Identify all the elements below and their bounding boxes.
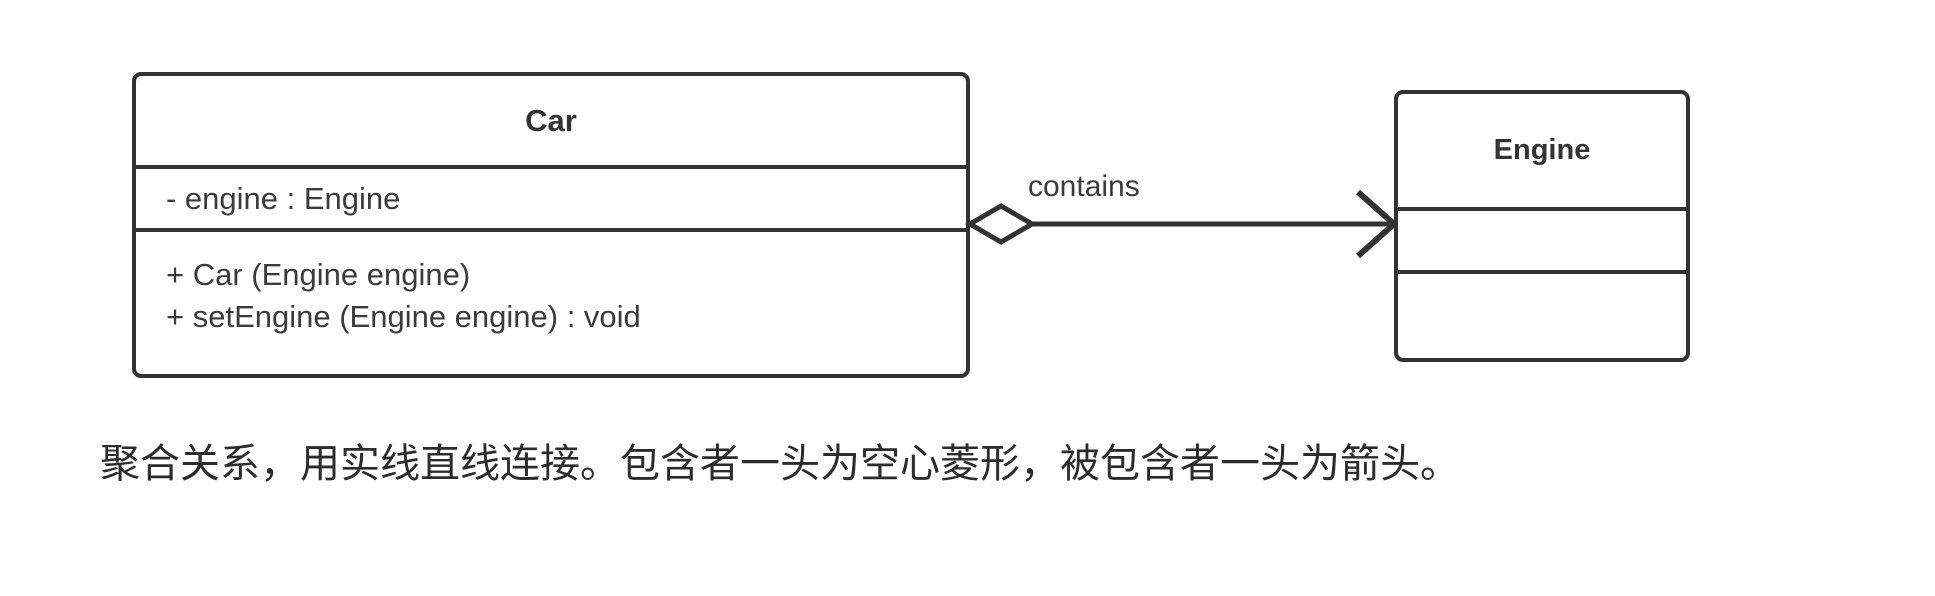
hollow-diamond-icon [965, 203, 1037, 245]
car-attributes-compartment: - engine : Engine [136, 165, 966, 228]
car-class-name: Car [525, 103, 577, 138]
engine-attributes-compartment [1398, 207, 1686, 270]
open-arrow-icon [1356, 189, 1399, 259]
caption-text: 聚合关系，用实线直线连接。包含者一头为空心菱形，被包含者一头为箭头。 [100, 441, 1460, 486]
engine-methods-compartment [1398, 270, 1686, 358]
car-title-compartment: Car [136, 76, 966, 165]
car-attribute-line: - engine : Engine [166, 181, 401, 216]
engine-class-name: Engine [1493, 134, 1591, 166]
car-method-line: + setEngine (Engine engine) : void [166, 299, 641, 334]
car-method-line: + Car (Engine engine) [166, 257, 471, 292]
uml-class-car[interactable]: Car - engine : Engine + Car (Engine engi… [132, 72, 970, 378]
association-label: contains [1028, 170, 1140, 203]
car-methods-compartment: + Car (Engine engine) + setEngine (Engin… [136, 228, 966, 374]
uml-class-engine[interactable]: Engine [1394, 90, 1690, 362]
engine-title-compartment: Engine [1398, 94, 1686, 207]
